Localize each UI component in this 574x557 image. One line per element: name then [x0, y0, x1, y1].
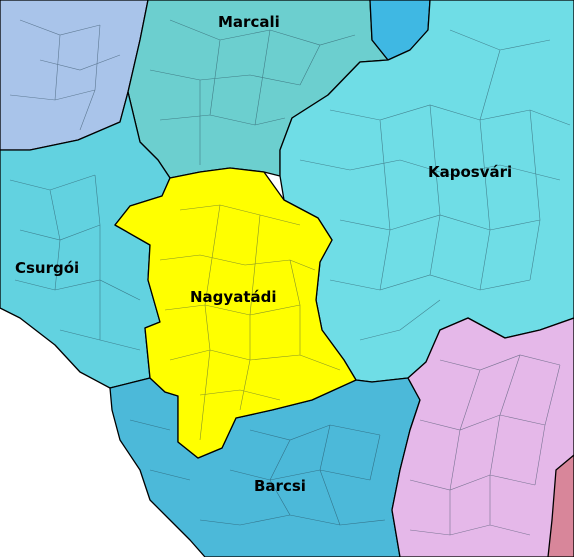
label-barcsi: Barcsi [254, 477, 306, 495]
region-southeast [391, 317, 574, 557]
label-marcali: Marcali [218, 13, 280, 31]
municipality-boundaries [9, 19, 571, 536]
label-kaposvari: Kaposvári [428, 163, 512, 181]
label-csurgoi: Csurgói [15, 259, 79, 277]
region-far-southeast [547, 454, 574, 557]
label-nagyatadi: Nagyatádi [190, 288, 276, 306]
district-nagyatadi [114, 167, 357, 459]
